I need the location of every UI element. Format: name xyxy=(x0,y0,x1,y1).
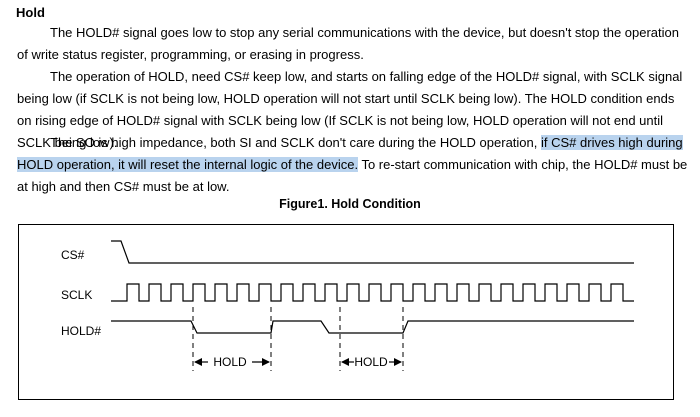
hold2-label: HOLD xyxy=(354,355,388,369)
section-heading: Hold xyxy=(16,5,45,20)
cs-signal-label: CS# xyxy=(61,248,85,262)
paragraph-hold-operation: The operation of HOLD, need CS# keep low… xyxy=(17,69,683,150)
hold-condition-timing-diagram: CS# SCLK HOLD# HOLD HOLD xyxy=(18,224,674,400)
hold1-label: HOLD xyxy=(213,355,247,369)
timing-diagram-svg: CS# SCLK HOLD# HOLD HOLD xyxy=(61,240,634,371)
figure-caption: Figure1. Hold Condition xyxy=(279,197,421,211)
sclk-signal-label: SCLK xyxy=(61,288,92,302)
hold-signal-label: HOLD# xyxy=(61,324,101,338)
hold-waveform xyxy=(111,320,634,334)
paragraph-so-high-impedance: The SO is high impedance, both SI and SC… xyxy=(17,132,689,198)
cs-waveform xyxy=(111,240,634,264)
paragraph-hold-signal: The HOLD# signal goes low to stop any se… xyxy=(17,25,679,62)
paragraph-text-end: To re-start communication with chip, the… xyxy=(17,157,688,194)
sclk-waveform xyxy=(111,283,634,302)
paragraph-text-start: The SO is high impedance, both SI and SC… xyxy=(50,135,541,150)
